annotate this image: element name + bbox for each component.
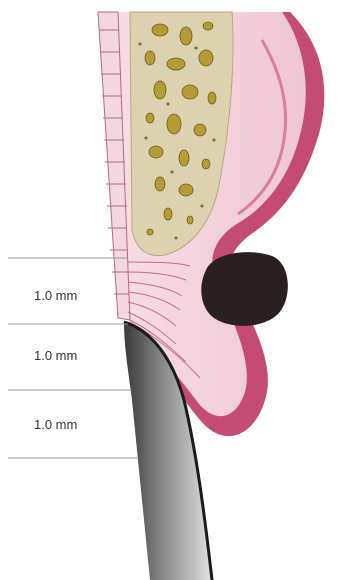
measurement-label-2: 1.0 mm xyxy=(34,349,77,362)
measurement-label-1: 1.0 mm xyxy=(34,289,77,302)
measurement-label-3: 1.0 mm xyxy=(34,418,77,431)
periodontal-pocket xyxy=(201,252,288,326)
